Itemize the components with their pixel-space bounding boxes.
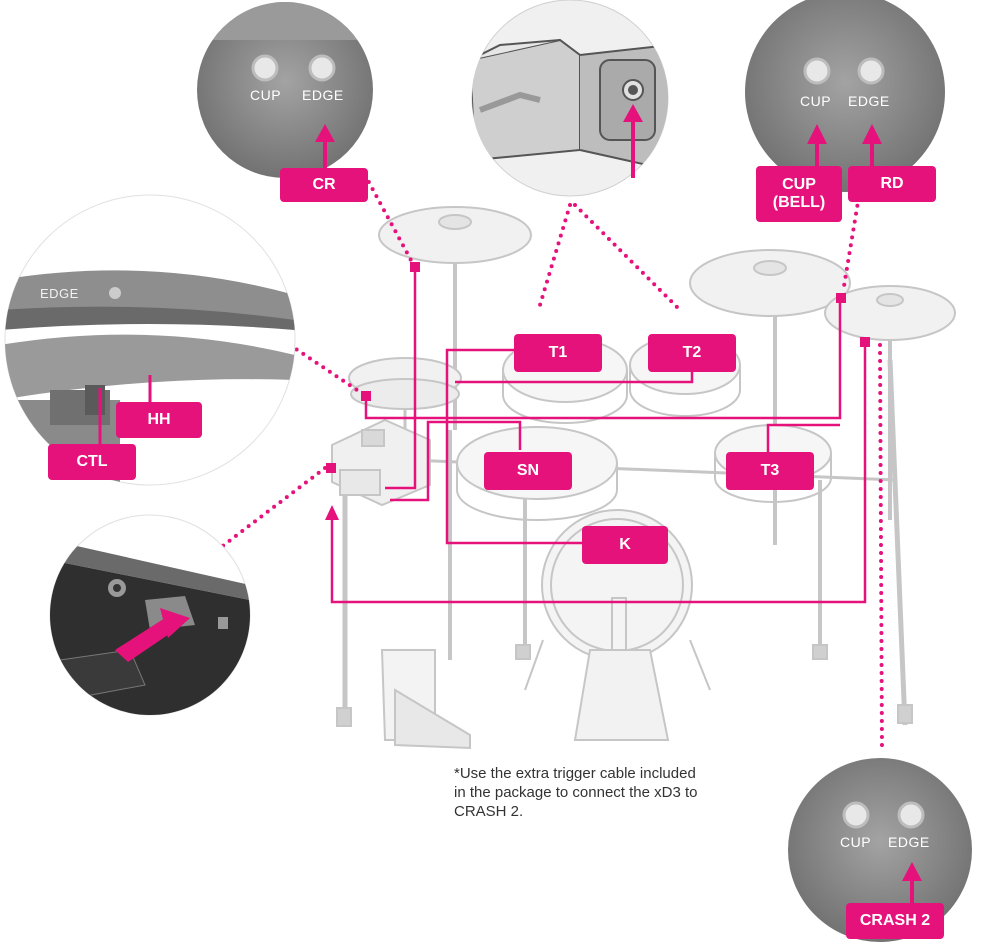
drum-kit-hardware xyxy=(332,207,955,748)
module-connector-zoom-inset xyxy=(45,515,250,720)
tag-hh: HH xyxy=(116,402,202,438)
hh-edge-caption: EDGE xyxy=(40,286,79,301)
rd-cup-caption: CUP xyxy=(800,93,831,109)
tag-rd: RD xyxy=(848,166,936,202)
cr-cup-caption: CUP xyxy=(250,87,281,103)
tag-ctl: CTL xyxy=(48,444,136,480)
tag-cup-bell: CUP (BELL) xyxy=(756,166,842,222)
tag-cup-bell-line2: (BELL) xyxy=(773,194,825,212)
tom-jack-zoom-inset xyxy=(470,0,670,196)
tag-t3: T3 xyxy=(726,452,814,490)
extra-cable-note: *Use the extra trigger cable included in… xyxy=(454,764,704,821)
tag-t1: T1 xyxy=(514,334,602,372)
tag-sn: SN xyxy=(484,452,572,490)
tag-k: K xyxy=(582,526,668,564)
tag-cr: CR xyxy=(280,168,368,202)
arrowhead-module xyxy=(325,505,339,520)
hihat-zoom-inset xyxy=(0,195,295,495)
tag-cup-bell-line1: CUP xyxy=(782,176,816,194)
rd-edge-caption: EDGE xyxy=(848,93,890,109)
tag-crash2: CRASH 2 xyxy=(846,903,944,939)
crash-zoom-inset xyxy=(190,0,390,178)
ride-zoom-inset xyxy=(745,0,945,192)
tag-t2: T2 xyxy=(648,334,736,372)
crash2-edge-caption: EDGE xyxy=(888,834,930,850)
crash2-cup-caption: CUP xyxy=(840,834,871,850)
cr-edge-caption: EDGE xyxy=(302,87,344,103)
